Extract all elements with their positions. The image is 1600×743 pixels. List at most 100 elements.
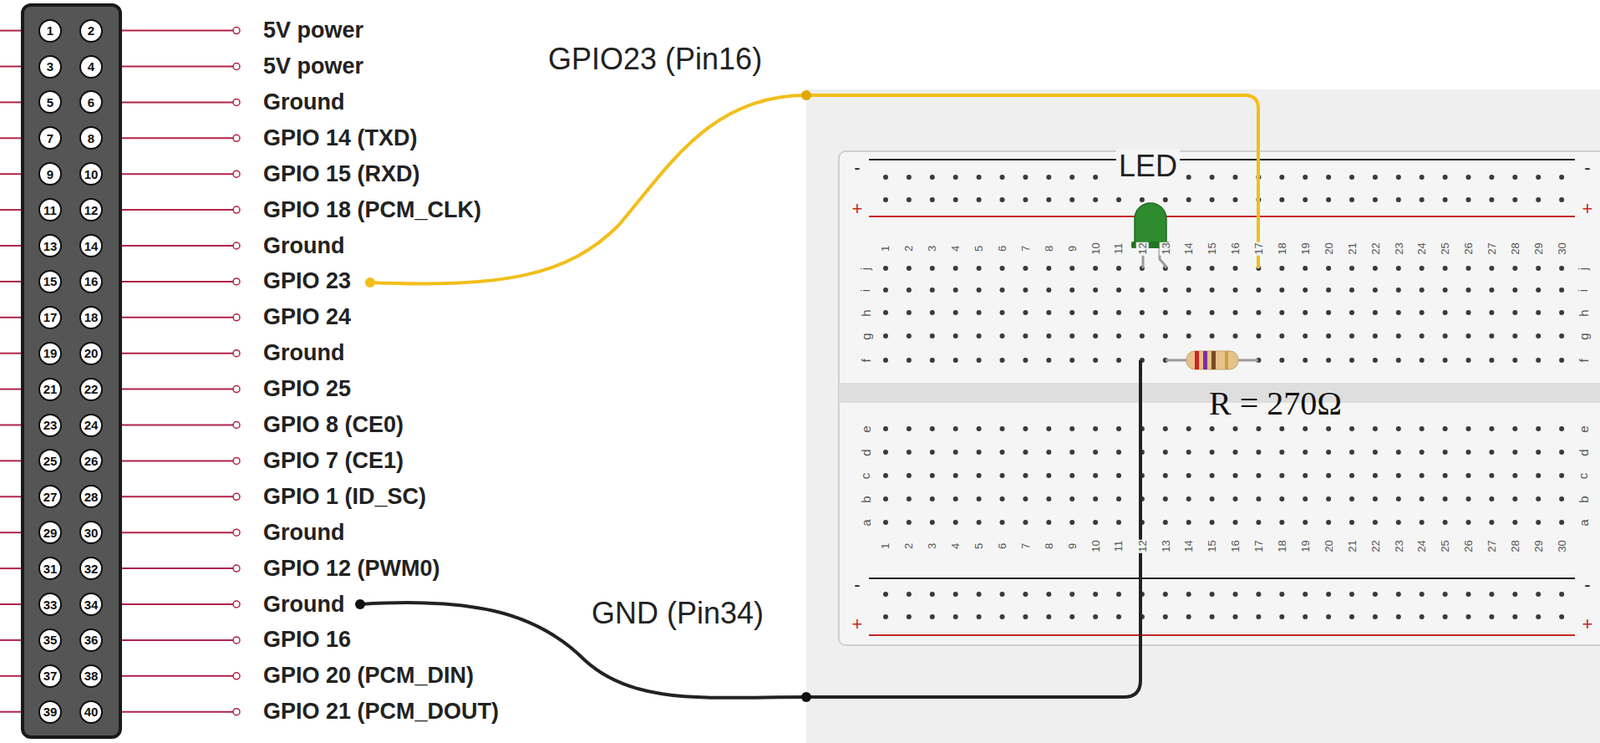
breadboard-hole [1535, 287, 1541, 293]
breadboard-hole [1279, 265, 1285, 271]
pin-circle: 10 [79, 162, 103, 186]
breadboard-hole [906, 333, 912, 339]
breadboard-hole [1302, 519, 1308, 525]
breadboard-hole [883, 357, 889, 363]
pin-number: 30 [84, 526, 99, 539]
pin-circle: 34 [79, 592, 103, 616]
part-label: LED [1116, 148, 1180, 184]
pin-number: 32 [84, 562, 99, 575]
rail-line [868, 577, 1575, 580]
rail-hole [1512, 197, 1518, 203]
rail-hole [906, 197, 912, 203]
leader-line [120, 316, 234, 319]
breadboard-hole [1512, 472, 1518, 478]
column-number: 25 [1438, 241, 1452, 255]
pin-label: GPIO 15 (RXD) [263, 161, 421, 188]
breadboard-hole [1559, 496, 1565, 502]
rail-hole [1116, 614, 1122, 620]
leader-end [233, 492, 240, 500]
breadboard-hole [953, 265, 959, 271]
column-number: 5 [972, 541, 986, 549]
breadboard-hole [1488, 265, 1494, 271]
breadboard-hole [1488, 309, 1494, 315]
breadboard-hole [1116, 357, 1122, 363]
pin-stub [0, 66, 23, 68]
leader-line [120, 603, 234, 605]
leader-end [233, 27, 240, 35]
resistor-band [1203, 350, 1208, 370]
breadboard-hole [1512, 519, 1518, 525]
pin-number: 9 [46, 167, 54, 181]
pin-circle: 12 [79, 198, 103, 222]
rail-line [868, 634, 1575, 636]
leader-line [120, 30, 234, 32]
rail-hole [953, 591, 959, 597]
column-number: 21 [1346, 538, 1359, 553]
breadboard-hole [1488, 472, 1494, 478]
breadboard-hole [1116, 472, 1122, 478]
rail-hole [1442, 174, 1448, 180]
breadboard-hole [1349, 426, 1355, 432]
rail-hole [1022, 174, 1028, 180]
leader-line [120, 137, 234, 139]
column-number: 7 [1019, 541, 1032, 549]
pin-label: GPIO 21 (PCM_DOUT) [263, 698, 499, 725]
breadboard-hole [1022, 265, 1028, 271]
breadboard-hole [1396, 472, 1402, 478]
pin-label: GPIO 25 [263, 375, 351, 402]
breadboard-hole [1255, 309, 1261, 315]
pin-label: GPIO 8 (CE0) [263, 411, 404, 438]
breadboard-hole [1279, 426, 1285, 432]
row-letter: f [1575, 358, 1590, 362]
breadboard-hole [976, 333, 982, 339]
pin-number: 26 [84, 454, 99, 468]
breadboard-hole [1279, 287, 1285, 293]
breadboard-hole [1396, 426, 1402, 432]
rail-hole [1535, 614, 1541, 620]
breadboard-hole [883, 287, 889, 293]
rail-hole [1535, 174, 1541, 180]
breadboard-hole [1535, 496, 1541, 502]
breadboard-hole [906, 496, 912, 502]
breadboard-hole [1535, 472, 1541, 478]
pin-circle: 40 [79, 700, 103, 724]
column-number: 5 [972, 243, 986, 252]
breadboard-hole [1349, 265, 1355, 271]
pin-number: 35 [43, 633, 58, 646]
wire-joint [801, 90, 812, 101]
row-letter: c [858, 472, 874, 479]
breadboard-hole [1046, 287, 1052, 293]
rail-hole [1209, 591, 1215, 597]
pin-stub [0, 495, 23, 498]
rail-hole [1302, 591, 1308, 597]
wire-end [355, 599, 366, 610]
breadboard-hole [953, 519, 959, 525]
rail-hole [1349, 197, 1355, 203]
rail-hole [1186, 591, 1192, 597]
breadboard-hole [1000, 265, 1006, 271]
breadboard-hole [1163, 496, 1169, 502]
breadboard-hole [1512, 287, 1518, 293]
breadboard-hole [1372, 472, 1378, 478]
pin-stub [0, 603, 23, 605]
breadboard-hole [1325, 287, 1331, 293]
leader-end [233, 708, 240, 716]
rail-hole [1419, 591, 1425, 597]
breadboard-hole [1209, 333, 1215, 339]
resistor-band [1224, 350, 1229, 370]
breadboard-hole [1069, 496, 1075, 502]
breadboard-hole [1488, 287, 1494, 293]
breadboard-hole [1488, 357, 1494, 363]
breadboard-hole [1559, 287, 1565, 293]
breadboard-hole [1233, 472, 1239, 478]
rail-hole [976, 174, 982, 180]
breadboard-hole [1349, 449, 1355, 455]
rail-hole [1535, 197, 1541, 203]
pin-number: 36 [84, 633, 99, 646]
breadboard-hole [1022, 519, 1028, 525]
breadboard-hole [1396, 496, 1402, 502]
breadboard-hole [1325, 472, 1331, 478]
pin-circle: 6 [79, 90, 103, 114]
column-number: 20 [1322, 241, 1336, 255]
